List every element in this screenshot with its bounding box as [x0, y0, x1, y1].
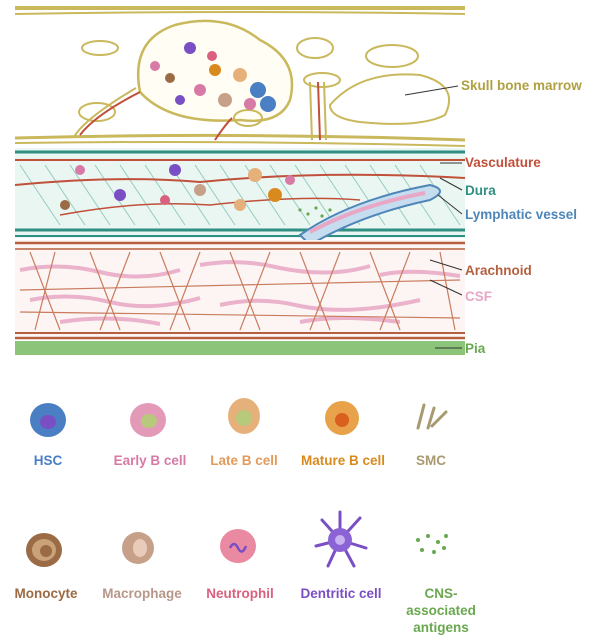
- hsc-icon: [30, 403, 66, 437]
- cns-antigens-icon: [416, 534, 448, 554]
- legend-mature-b-cell: Mature B cell: [288, 452, 398, 469]
- legend-late-b-cell: Late B cell: [198, 452, 290, 469]
- macrophage-icon: [122, 532, 154, 564]
- legend-cns-antigens-line1: CNS-: [398, 585, 484, 602]
- monocyte-icon: [26, 533, 62, 567]
- arachnoid-layer: [15, 240, 465, 338]
- late-b-cell-icon: [228, 398, 260, 434]
- label-csf: CSF: [465, 289, 492, 305]
- label-lymphatic-vessel: Lymphatic vessel: [465, 207, 577, 223]
- label-vasculature: Vasculature: [465, 155, 541, 171]
- smc-icon: [418, 405, 446, 428]
- label-dura: Dura: [465, 183, 496, 199]
- dura-layer: [15, 148, 465, 245]
- legend-dendritic-cell: Dentritic cell: [288, 585, 394, 602]
- label-pia: Pia: [465, 341, 485, 357]
- neutrophil-icon: [220, 529, 256, 563]
- dendritic-cell-icon: [316, 512, 366, 566]
- legend-early-b-cell: Early B cell: [100, 452, 200, 469]
- label-arachnoid: Arachnoid: [465, 263, 532, 279]
- legend-monocyte: Monocyte: [4, 585, 88, 602]
- skull-bone-layer: [15, 6, 465, 146]
- legend-smc: SMC: [406, 452, 456, 469]
- legend-icons: [26, 398, 448, 567]
- legend-cns-antigens-line3: antigens: [398, 619, 484, 636]
- label-skull-bone-marrow: Skull bone marrow: [461, 78, 582, 94]
- legend-macrophage: Macrophage: [92, 585, 192, 602]
- mature-b-cell-icon: [325, 401, 359, 435]
- early-b-cell-icon: [130, 403, 166, 437]
- legend-cns-antigens-line2: associated: [398, 602, 484, 619]
- legend-hsc: HSC: [18, 452, 78, 469]
- legend-neutrophil: Neutrophil: [196, 585, 284, 602]
- legend-cns-antigens: CNS- associated antigens: [398, 585, 484, 636]
- pia-layer: [15, 341, 465, 355]
